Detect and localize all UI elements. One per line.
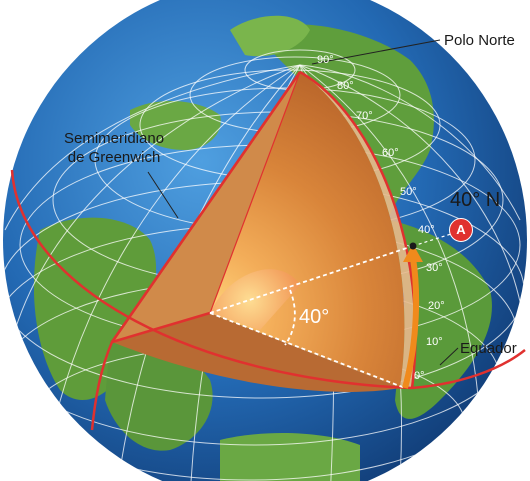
center-angle-label: 40° bbox=[299, 306, 330, 328]
tick-label: 40° bbox=[418, 224, 435, 236]
land-greenland bbox=[230, 15, 310, 57]
point-a-marker bbox=[409, 242, 417, 250]
latitude-arrow-head bbox=[403, 244, 423, 262]
greenwich-semimeridian bbox=[90, 71, 302, 431]
latitude-radius bbox=[209, 245, 414, 314]
greenwich-label-line2: de Greenwich bbox=[67, 149, 161, 166]
tick-label: 90° bbox=[317, 54, 334, 66]
greenwich-label: Semimeridiano de Greenwich bbox=[64, 129, 164, 167]
earth-cut-face-bottom bbox=[112, 313, 400, 392]
tick-label: 10° bbox=[426, 336, 443, 348]
greenwich-label-line1: Semimeridiano bbox=[64, 130, 165, 147]
land-africa-south bbox=[105, 340, 213, 451]
tick-label: 80° bbox=[337, 80, 354, 92]
earth-inner-core bbox=[210, 269, 300, 330]
earth-crust-rim bbox=[300, 72, 416, 388]
tick-label: 50° bbox=[400, 186, 417, 198]
point-a-badge: A bbox=[449, 218, 473, 242]
meridian-leader bbox=[147, 171, 179, 219]
equator-label: Equador bbox=[460, 340, 517, 357]
north-pole-label: Polo Norte bbox=[444, 32, 515, 49]
latitude-label: 40° N bbox=[450, 189, 501, 211]
land-europe bbox=[130, 100, 221, 150]
angle-arc bbox=[284, 289, 296, 346]
tick-label: 70° bbox=[356, 110, 373, 122]
tick-label: 0° bbox=[414, 370, 425, 382]
equator-line bbox=[10, 169, 526, 390]
tick-label: 60° bbox=[382, 147, 399, 159]
equator-leader bbox=[439, 347, 459, 366]
tick-label: 20° bbox=[428, 300, 445, 312]
north-pole-leader bbox=[311, 39, 441, 65]
tick-label: 30° bbox=[426, 262, 443, 274]
latitude-arrow bbox=[402, 257, 420, 389]
